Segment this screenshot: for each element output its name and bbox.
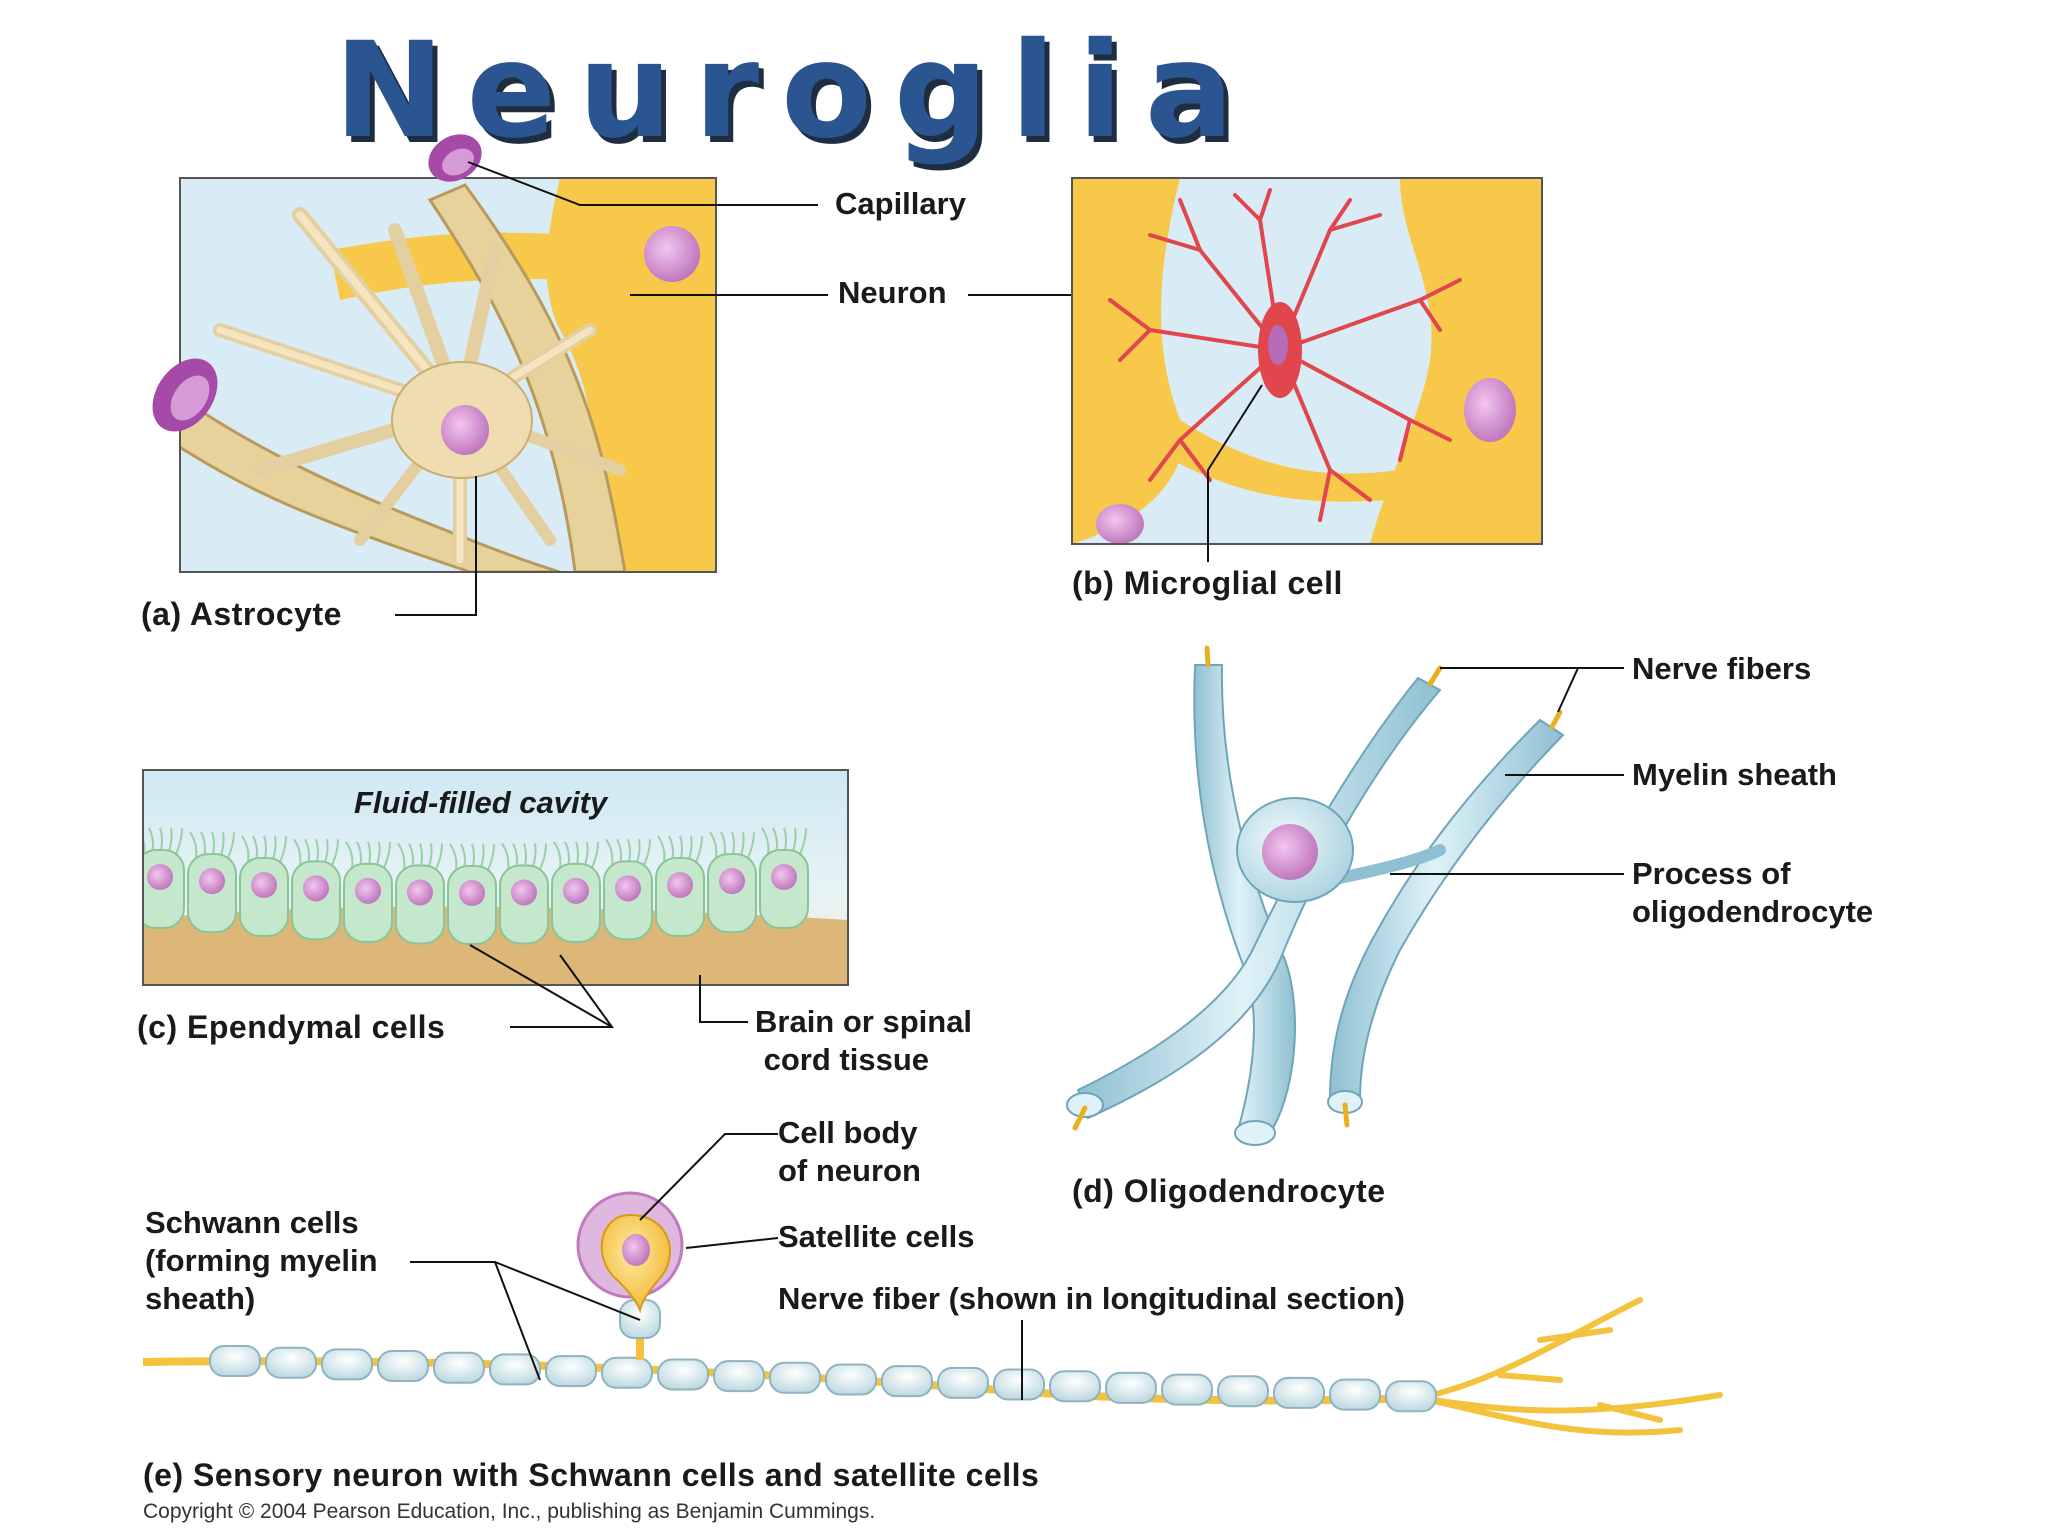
leader-astrocyte: [395, 476, 477, 616]
ependymal-cell: [447, 843, 497, 945]
ependymal-cell: [143, 827, 185, 929]
caption-ependymal: (c) Ependymal cells: [137, 1009, 446, 1045]
ependymal-cell: [187, 831, 237, 934]
microglia-panel: [1071, 177, 1543, 562]
caption-oligodendrocyte: (d) Oligodendrocyte: [1072, 1173, 1386, 1209]
label-fluid-cavity: Fluid-filled cavity: [354, 785, 608, 820]
ependymal-cell: [239, 835, 289, 937]
ependymal-cell: [655, 835, 705, 937]
schwann-cell: [209, 1345, 261, 1378]
label-neuron: Neuron: [838, 275, 947, 310]
schwann-cell: [769, 1361, 821, 1394]
neuron-nucleus: [1464, 378, 1516, 442]
schwann-cell: [825, 1363, 877, 1396]
label-myelin-sheath: Myelin sheath: [1632, 757, 1837, 792]
label-nerve-fiber: Nerve fiber (shown in longitudinal secti…: [778, 1281, 1405, 1316]
page-title: Neuroglia: [334, 14, 1256, 168]
ependymal-cell: [343, 841, 393, 943]
capillary-vessel: [427, 183, 627, 572]
ependymal-cell: [707, 831, 757, 934]
copyright-text: Copyright © 2004 Pearson Education, Inc.…: [143, 1500, 876, 1523]
schwann-cell: [545, 1355, 597, 1388]
schwann-cell: [937, 1366, 989, 1399]
neuron-nucleus: [1096, 504, 1144, 544]
schwann-cell: [1217, 1375, 1269, 1408]
schwann-cell: [1049, 1370, 1101, 1403]
caption-microglial: (b) Microglial cell: [1072, 565, 1343, 601]
schwann-cell: [713, 1360, 765, 1393]
label-schwann-cells: Schwann cells (forming myelin sheath): [145, 1205, 378, 1316]
ependymal-panel: [142, 769, 849, 1028]
astrocyte-panel: [152, 134, 1148, 616]
schwann-cell: [489, 1353, 541, 1386]
schwann-cell: [993, 1368, 1045, 1401]
ependymal-cell: [603, 838, 653, 941]
schwann-cell: [1161, 1373, 1213, 1406]
label-cell-body: Cell body of neuron: [778, 1115, 921, 1188]
label-capillary: Capillary: [835, 186, 966, 221]
schwann-cell: [1329, 1378, 1381, 1411]
schwann-cell: [601, 1356, 653, 1389]
ependymal-cell: [291, 838, 341, 941]
schwann-cell: [1385, 1380, 1437, 1413]
schwann-cell: [657, 1358, 709, 1391]
schwann-cell: [377, 1350, 429, 1383]
sensory-neuron-panel: [142, 1133, 1723, 1436]
schwann-cell: [1273, 1376, 1325, 1409]
neuron-nucleus: [644, 226, 700, 282]
label-process-oligodendrocyte: Process of oligodendrocyte: [1632, 856, 1874, 929]
caption-astrocyte: (a) Astrocyte: [141, 596, 342, 632]
astrocyte-nucleus: [441, 405, 489, 455]
schwann-cell: [881, 1365, 933, 1398]
oligodendrocyte-panel: [1066, 645, 1624, 1146]
ependymal-cell: [551, 841, 601, 943]
schwann-cell: [265, 1346, 317, 1379]
caption-sensory-neuron: (e) Sensory neuron with Schwann cells an…: [143, 1457, 1040, 1493]
label-nerve-fibers: Nerve fibers: [1632, 651, 1812, 686]
label-satellite-cells: Satellite cells: [778, 1219, 975, 1254]
schwann-cell: [321, 1348, 373, 1381]
schwann-cell: [433, 1351, 485, 1384]
leader-microglia: [1207, 384, 1263, 562]
leader-satellite: [685, 1237, 779, 1249]
capillary-opening: [428, 134, 482, 182]
leader-cell-body: [639, 1133, 778, 1221]
capillary-opening: [152, 358, 218, 432]
schwann-cell: [1105, 1371, 1157, 1404]
ependymal-cell: [759, 827, 809, 929]
ependymal-cell: [395, 842, 445, 945]
ependymal-cell: [499, 842, 549, 945]
label-brain-tissue: Brain or spinal cord tissue: [755, 1004, 973, 1077]
leader-tissue: [699, 975, 748, 1023]
leader-capillary: [467, 161, 818, 206]
